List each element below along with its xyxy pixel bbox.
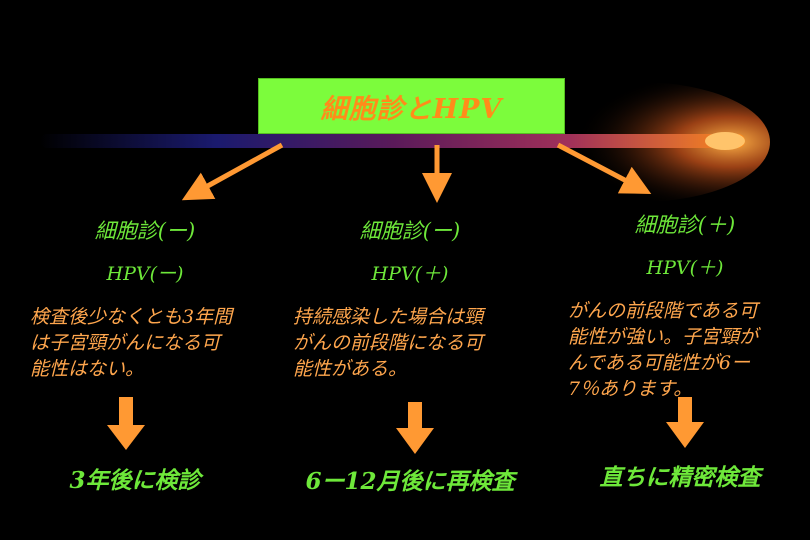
arrow-left [181, 142, 284, 201]
col2-description-line: 能性がある。 [293, 358, 408, 380]
col1-hpv: HPV(ー) [106, 263, 184, 285]
col2-description: 持続感染した場合は頸 がんの前段階になる可 能性がある。 [293, 304, 483, 382]
col1-description-line: は子宮頸がんになる可 [30, 332, 221, 354]
col3-description: がんの前段階である可 能性が強い。子宮頸が んである可能性が6ー 7％あります。 [568, 298, 758, 402]
col1-description-line: 検査後少なくとも3年間 [30, 306, 233, 328]
down-arrow-2 [396, 402, 434, 454]
col1-description-line: 能性はない。 [30, 358, 145, 380]
col3-description-line: がんの前段階である可 [568, 300, 758, 322]
comet-head [705, 132, 745, 150]
col3-description-line: んである可能性が6ー [568, 352, 750, 374]
arrow-right [556, 142, 652, 194]
timeline-bar [40, 134, 745, 148]
down-arrow-3 [666, 397, 704, 448]
col3-description-line: 能性が強い。子宮頸が [568, 326, 759, 348]
col2-description-line: 持続感染した場合は頸 [293, 306, 484, 328]
col3-cytology: 細胞診(＋) [634, 213, 736, 237]
col3-description-line: 7％あります。 [568, 378, 693, 400]
col3-result: 直ちに精密検査 [599, 464, 761, 491]
title-box: 細胞診とHPV [258, 78, 565, 134]
diagram-title: 細胞診とHPV [320, 93, 503, 125]
col2-description-line: がんの前段階になる可 [293, 332, 484, 354]
col2-result: 6ー12月後に再検査 [305, 468, 515, 495]
col1-cytology: 細胞診(ー) [94, 219, 196, 243]
col2-hpv: HPV(＋) [371, 263, 449, 285]
col3-hpv: HPV(＋) [646, 257, 724, 279]
down-arrow-1 [107, 397, 145, 450]
col2-cytology: 細胞診(ー) [359, 219, 461, 243]
col1-description: 検査後少なくとも3年間 は子宮頸がんになる可 能性はない。 [30, 304, 232, 382]
col1-result: 3年後に検診 [69, 467, 201, 494]
